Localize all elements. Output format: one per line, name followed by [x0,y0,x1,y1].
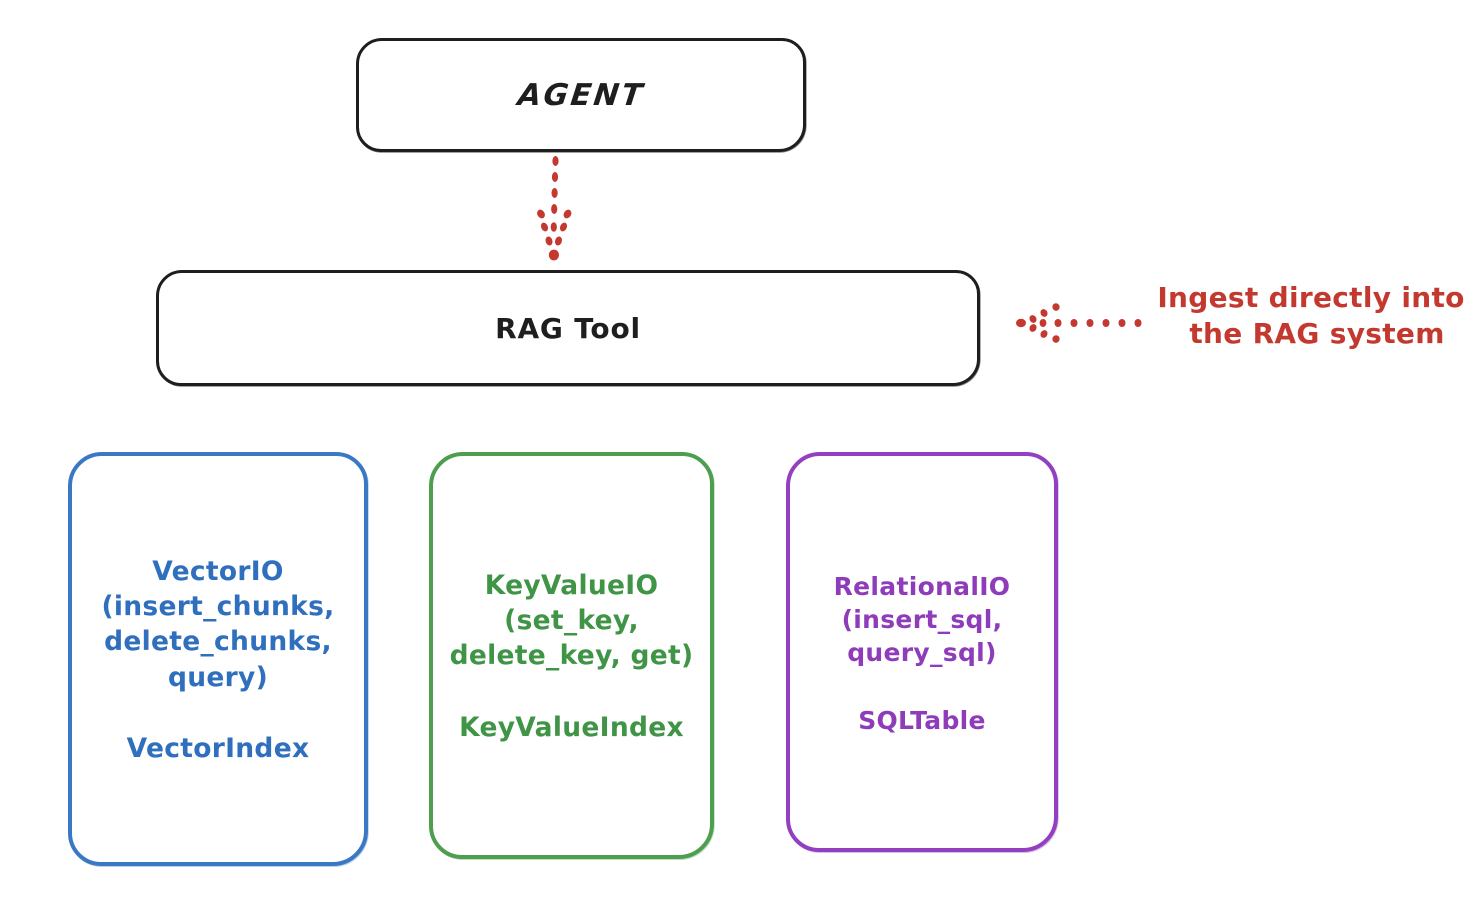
ingest-arrow [1016,303,1142,343]
relationalio-node-title: RelationalIO (insert_sql, query_sql) [833,571,1011,668]
ingest-note-line-2: the RAG system [1189,317,1445,351]
keyvalueio-node-subtitle: KeyValueIndex [459,712,684,744]
relationalio-node-subtitle: SQLTable [858,705,986,735]
relationalio-node[interactable]: RelationalIO (insert_sql, query_sql) SQL… [786,452,1058,852]
ingest-note-line-1: Ingest directly into [1157,281,1465,314]
vectorio-node-subtitle: VectorIndex [126,733,310,765]
ingest-note: Ingest directly into the RAG system [1146,280,1476,353]
keyvalueio-node[interactable]: KeyValueIO (set_key, delete_key, get) Ke… [429,452,714,859]
vectorio-node-title: VectorIO (insert_chunks, delete_chunks, … [101,555,335,693]
agent-node[interactable]: AGENT [356,38,806,152]
agent-node-label: AGENT [515,77,647,113]
agent-to-rag-tool-arrow [537,156,572,261]
rag-tool-node-label: RAG Tool [495,311,641,345]
keyvalueio-node-title: KeyValueIO (set_key, delete_key, get) [449,569,694,672]
vectorio-node[interactable]: VectorIO (insert_chunks, delete_chunks, … [68,452,368,866]
rag-tool-node[interactable]: RAG Tool [156,270,980,386]
